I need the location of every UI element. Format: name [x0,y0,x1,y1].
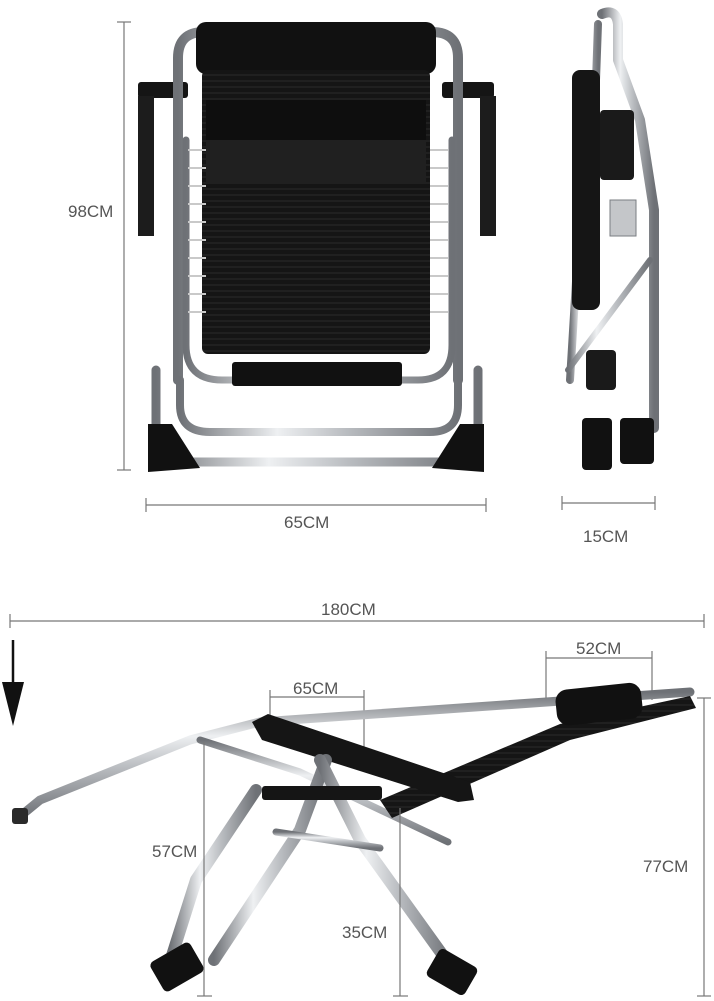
reclined-chair [12,682,696,996]
armrest-height-dimension: 57CM [152,742,212,997]
lumbar-band [206,142,426,182]
seat-frame [182,136,456,384]
left-bungee-cords [188,149,206,313]
front-view-chair [138,22,496,472]
left-foot-cap [148,424,200,472]
reclined-main-tube [13,687,695,823]
folded-armrest [600,110,634,180]
recline-length-dimension: 180CM [9,600,705,628]
armrest-height-label: 57CM [152,842,197,861]
total-height-dimension: 77CM [643,697,711,997]
front-height-label: 98CM [68,202,113,221]
right-bungee-cords [430,149,448,313]
front-width-dimension: 65CM [145,498,487,532]
folded-fabric [572,70,600,310]
reclined-cross-bar [272,828,384,852]
backrest-fabric [202,70,430,354]
leg-frame [176,376,462,436]
folded-rear-tube [597,7,659,433]
right-side-panel [480,96,496,236]
reclined-headrest [555,682,643,726]
footrest [232,362,402,386]
reclined-seat-brace [262,786,382,800]
folded-foot-right [620,418,654,464]
seat-front-height-label: 35CM [342,923,387,942]
folded-side-view-chair [565,7,659,470]
headrest-label: 52CM [576,639,621,658]
recline-length-label: 180CM [321,600,376,619]
left-side-panel [138,96,154,236]
headrest-dimension: 52CM [545,639,653,700]
folded-hinge [586,350,616,390]
reclined-left-foot [150,942,204,992]
right-foot-cap [432,424,484,472]
seat-front-height-dimension: 35CM [342,808,408,997]
armrest-length-label: 65CM [293,679,338,698]
reclined-foot-end-cap [12,808,28,824]
backrest-band [206,100,426,140]
total-height-label: 77CM [643,857,688,876]
front-width-label: 65CM [284,513,329,532]
front-height-dimension: 98CM [68,21,131,471]
reclined-front-leg [208,754,332,966]
reclined-armrest [252,714,474,802]
side-depth-dimension: 15CM [561,496,656,546]
reclined-lower-tube [196,736,452,846]
side-depth-label: 15CM [583,527,628,546]
folded-bracket [609,199,637,237]
headrest-pillow [196,22,436,74]
folded-brace [565,257,653,373]
folded-foot-left [582,418,612,470]
reclined-left-leg [164,784,262,968]
armrest-length-dimension: 65CM [269,679,365,750]
arrow-down-icon [2,640,24,726]
reclined-right-foot [426,948,478,996]
